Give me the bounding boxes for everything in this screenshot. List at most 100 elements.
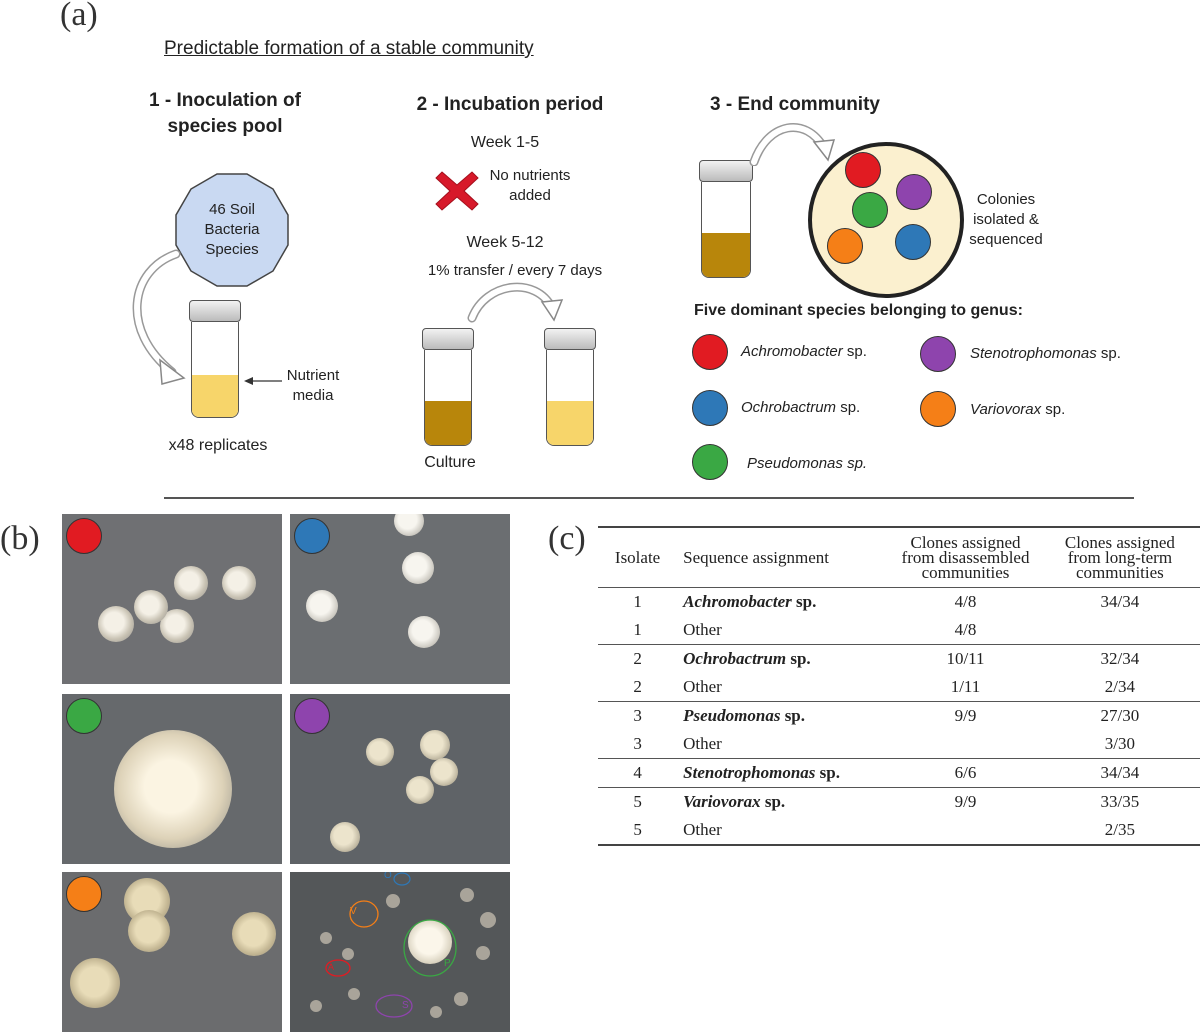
plating-arrow	[749, 123, 836, 166]
cell-longterm: 27/30	[1039, 701, 1200, 730]
legend-genus-ochrobactrum: Ochrobactrum	[741, 399, 837, 416]
pool-line-2: Bacteria	[204, 221, 260, 238]
no-nutrients-line-2: added	[509, 187, 551, 204]
step2-title: 2 - Incubation period	[416, 94, 604, 115]
legend-label-ochrobactrum: Ochrobactrum sp.	[741, 399, 860, 416]
culture-vial	[422, 328, 476, 448]
colonies-isolated-label: Colonies isolated & sequenced	[958, 190, 1054, 250]
cell-sequence: Other	[677, 616, 891, 645]
cell-suffix: Other	[683, 620, 722, 639]
photo-mixed-community: O V A P S	[290, 872, 510, 1032]
week1-label: Week 1-5	[470, 134, 540, 151]
legend-genus-stenotrophomonas: Stenotrophomonas	[970, 345, 1097, 362]
cell-isolate: 5	[598, 787, 678, 816]
cell-disassembled: 10/11	[891, 644, 1040, 673]
cell-sequence: Other	[677, 730, 891, 759]
end-culture-liquid	[702, 233, 750, 277]
mixed-label-achromobacter: A	[328, 962, 335, 972]
figure-title: Predictable formation of a stable commun…	[164, 38, 534, 59]
cell-sequence: Stenotrophomonas sp.	[677, 758, 892, 788]
no-nutrients-cross-icon	[435, 171, 479, 211]
cell-isolate: 5	[633, 820, 642, 839]
step1-title-line2: species pool	[167, 116, 283, 137]
fresh-media-liquid	[547, 401, 593, 445]
cell-suffix: Other	[683, 677, 722, 696]
legend-dot-stenotrophomonas	[920, 336, 956, 372]
plate-colony-pseudomonas	[852, 192, 888, 228]
legend-label-stenotrophomonas: Stenotrophomonas sp.	[970, 345, 1121, 362]
legend-suffix-variovorax: sp.	[1041, 401, 1066, 418]
legend-suffix-achromobacter: sp.	[842, 343, 867, 360]
plate-colony-achromobacter	[845, 152, 881, 188]
cell-disassembled: 4/8	[891, 587, 1040, 616]
photo-pseudomonas	[62, 694, 282, 864]
cell-longterm: 34/34	[1039, 587, 1200, 616]
plate-colony-stenotrophomonas	[896, 174, 932, 210]
cell-genus: Stenotrophomonas	[683, 763, 816, 782]
header-longterm-line1: Clones assigned	[1064, 532, 1175, 552]
species-pool-dodecagon	[175, 173, 289, 287]
table-bottom-rule	[598, 844, 1200, 846]
species-marker-ochrobactrum	[294, 518, 330, 554]
cell-isolate: 4	[598, 758, 678, 788]
species-marker-pseudomonas	[66, 698, 102, 734]
agar-plate	[808, 142, 964, 298]
cell-genus: Ochrobactrum	[683, 649, 787, 668]
photo-ochrobactrum	[290, 514, 510, 684]
cell-suffix: sp.	[780, 706, 806, 725]
isolate-table-container: Isolate Sequence assignment Clones assig…	[598, 526, 1200, 846]
cell-suffix: sp.	[815, 763, 840, 782]
legend-dot-achromobacter	[692, 334, 728, 370]
replicates-label: x48 replicates	[168, 437, 268, 454]
no-nutrients-label: No nutrients added	[478, 166, 582, 206]
nutrient-line-2: media	[292, 387, 334, 404]
nutrient-pointer-arrow	[244, 377, 282, 385]
cell-sequence: Other	[677, 816, 891, 844]
cell-sequence: Ochrobactrum sp.	[677, 644, 892, 673]
isolate-table: Isolate Sequence assignment Clones assig…	[598, 528, 1200, 845]
header-longterm: Clones assigned from long-term communiti…	[1040, 528, 1200, 588]
cell-isolate: 2	[598, 644, 678, 673]
cell-suffix: sp.	[760, 792, 786, 811]
nutrient-vial	[189, 300, 243, 420]
species-marker-achromobacter	[66, 518, 102, 554]
cell-genus: Achromobacter	[683, 592, 792, 611]
cell-sequence: Achromobacter sp.	[677, 587, 892, 616]
species-marker-variovorax	[66, 876, 102, 912]
legend-label-variovorax: Variovorax sp.	[970, 401, 1065, 418]
mixed-label-ochrobactrum: O	[384, 872, 392, 881]
colonies-line-2: isolated &	[973, 211, 1039, 228]
legend-label-achromobacter: Achromobacter sp.	[741, 343, 867, 360]
cell-longterm: 2/34	[1104, 677, 1135, 696]
cell-longterm: 34/34	[1039, 758, 1200, 788]
dominant-species-heading: Five dominant species belonging to genus…	[694, 302, 1023, 319]
cell-isolate: 1	[633, 620, 642, 639]
species-marker-stenotrophomonas	[294, 698, 330, 734]
table-top-rule	[598, 526, 1200, 528]
header-disassembled: Clones assigned from disassembled commun…	[891, 528, 1040, 588]
transfer-arrow	[467, 282, 564, 323]
nutrient-media-label: Nutrient media	[276, 366, 350, 406]
photo-stenotrophomonas	[290, 694, 510, 864]
cell-longterm: 3/30	[1104, 734, 1135, 753]
colonies-line-3: sequenced	[969, 231, 1043, 248]
culture-label: Culture	[424, 454, 476, 471]
nutrient-media-liquid	[192, 375, 238, 417]
cell-suffix: Other	[683, 820, 722, 839]
photo-variovorax	[62, 872, 282, 1032]
mixed-label-variovorax: V	[350, 906, 357, 917]
cell-sequence: Other	[677, 673, 891, 702]
pool-line-1: 46 Soil	[209, 201, 255, 218]
legend-suffix-ochrobactrum: sp.	[836, 399, 861, 416]
culture-liquid	[425, 401, 471, 445]
legend-suffix-stenotrophomonas: sp.	[1096, 345, 1121, 362]
mixed-label-stenotrophomonas: S	[402, 1000, 409, 1011]
photo-achromobacter	[62, 514, 282, 684]
cell-genus: Pseudomonas	[683, 706, 781, 725]
cell-isolate: 2	[633, 677, 642, 696]
pool-line-3: Species	[205, 241, 259, 258]
